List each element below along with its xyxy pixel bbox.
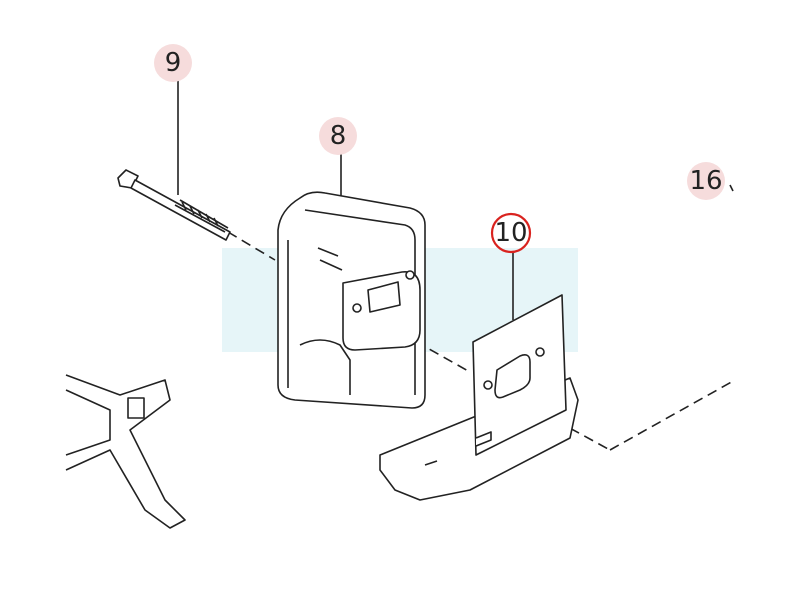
handle bbox=[65, 374, 186, 529]
leader-16 bbox=[729, 184, 734, 192]
callout-16[interactable]: 16 bbox=[689, 166, 723, 196]
gasket bbox=[472, 294, 567, 456]
bolt bbox=[117, 169, 231, 241]
muffler bbox=[277, 191, 426, 409]
callout-10[interactable]: 10 bbox=[494, 218, 528, 248]
highlight-ring-10 bbox=[490, 212, 532, 254]
callout-9[interactable]: 9 bbox=[164, 48, 182, 78]
callout-bubble-16 bbox=[687, 162, 725, 200]
callout-bubble-9 bbox=[154, 44, 192, 82]
callout-bubble-8 bbox=[319, 117, 357, 155]
callout-8[interactable]: 8 bbox=[329, 121, 347, 151]
